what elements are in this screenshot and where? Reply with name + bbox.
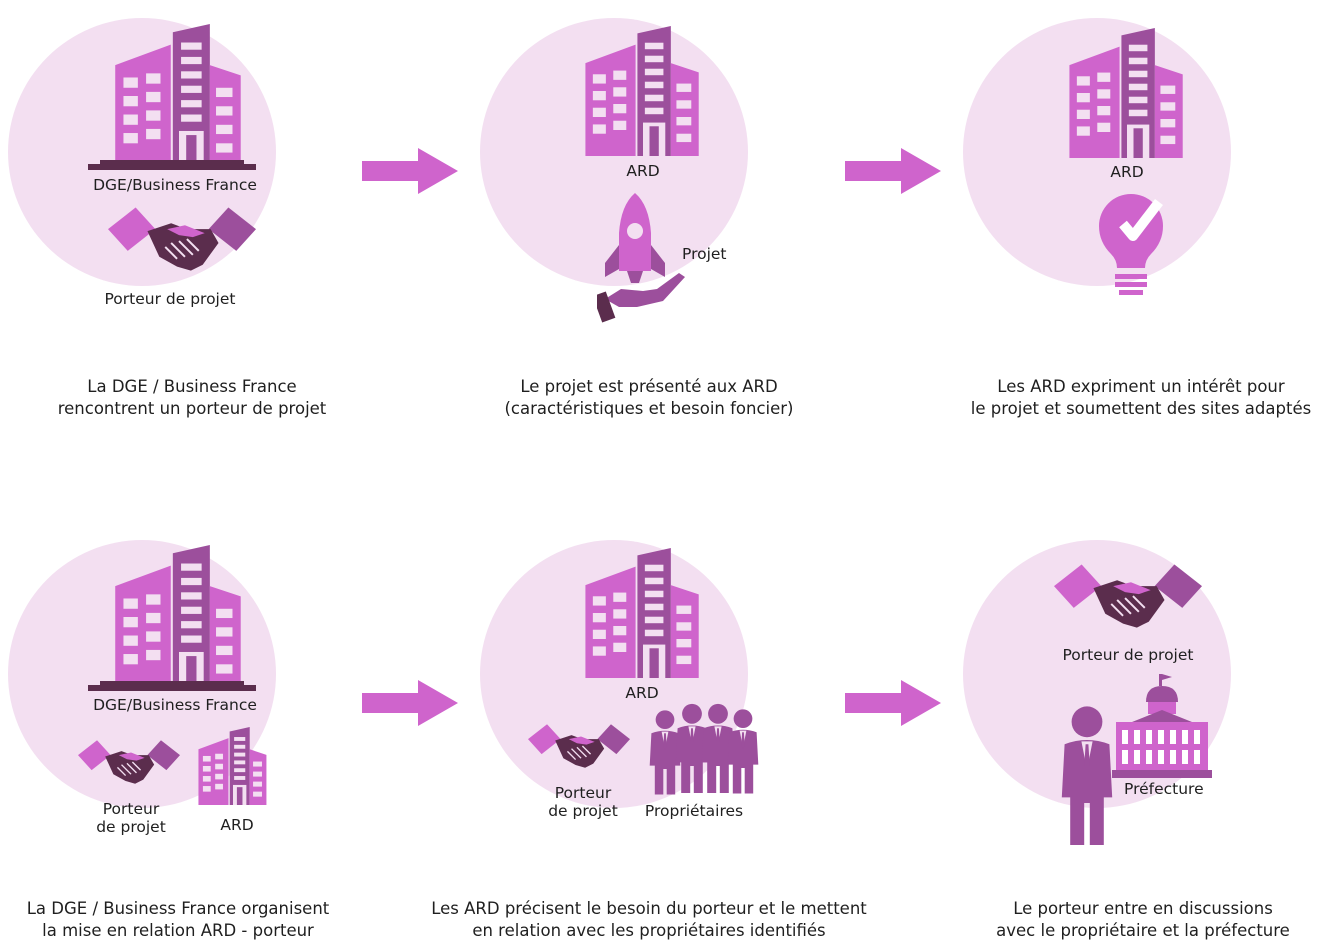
step-4-porteur-label-line1: Porteur [102,800,160,818]
step-1-caption: La DGE / Business France rencontrent un … [0,376,412,420]
arrow-right-icon [845,680,941,726]
step-6-prefecture-label: Préfecture [1124,780,1204,798]
caption-line: La DGE / Business France [87,377,297,396]
step-3-caption: Les ARD expriment un intérêt pour le pro… [921,376,1331,420]
step-5-proprietaires-label: Propriétaires [644,802,744,820]
step-2-projet-label: Projet [682,245,727,263]
rocket-in-hand-icon [597,193,685,323]
caption-line: rencontrent un porteur de projet [57,399,327,418]
handshake-icon [528,724,630,772]
building-icon [578,26,708,156]
building-icon [194,720,272,812]
step-1-porteur-label: Porteur de projet [104,290,236,308]
arrow-right-icon [845,148,941,194]
building-base-icon [88,681,256,691]
caption-line: la mise en relation ARD - porteur [42,921,314,940]
lightbulb-check-icon [1099,194,1163,295]
handshake-icon [1054,564,1202,634]
step-5-porteur-label-line1: Porteur [554,784,612,802]
step-4-porteur-label-line2: de projet [96,818,166,836]
handshake-icon [78,740,180,788]
step-3-ard-label: ARD [1110,163,1144,181]
caption-line: La DGE / Business France organisent [26,899,330,918]
step-5-caption: Les ARD précisent le besoin du porteur e… [429,898,869,942]
step-4-org-label: DGE/Business France [93,696,257,714]
caption-line: avec le propriétaire et la préfecture [996,921,1290,940]
arrow-right-icon [362,148,458,194]
caption-line: Les ARD expriment un intérêt pour [997,377,1285,396]
building-icon [1062,28,1192,158]
prefecture-building-icon [1112,674,1212,778]
step-6-caption: Le porteur entre en discussions avec le … [923,898,1331,942]
step-1-org-label: DGE/Business France [93,176,257,194]
step-6-porteur-label: Porteur de projet [1062,646,1194,664]
step-4-ard-label: ARD [220,816,254,834]
step-2-ard-label: ARD [626,162,660,180]
caption-line: Le porteur entre en discussions [1013,899,1273,918]
caption-line: le projet et soumettent des sites adapté… [970,399,1312,418]
caption-line: (caractéristiques et besoin foncier) [504,399,794,418]
building-icon [578,548,708,678]
building-base-icon [88,160,256,170]
caption-line: Le projet est présenté aux ARD [520,377,778,396]
step-5-porteur-label-line2: de projet [548,802,618,820]
step-4-caption: La DGE / Business France organisent la m… [0,898,398,942]
step-2-caption: Le projet est présenté aux ARD (caractér… [429,376,869,420]
building-icon [104,24,254,168]
arrow-right-icon [362,680,458,726]
building-icon [104,545,254,689]
person-icon [1054,705,1120,845]
step-5-ard-label: ARD [625,684,659,702]
handshake-icon [108,207,256,277]
caption-line: Les ARD précisent le besoin du porteur e… [431,899,867,918]
group-of-people-icon [649,703,759,795]
caption-line: en relation avec les propriétaires ident… [472,921,826,940]
